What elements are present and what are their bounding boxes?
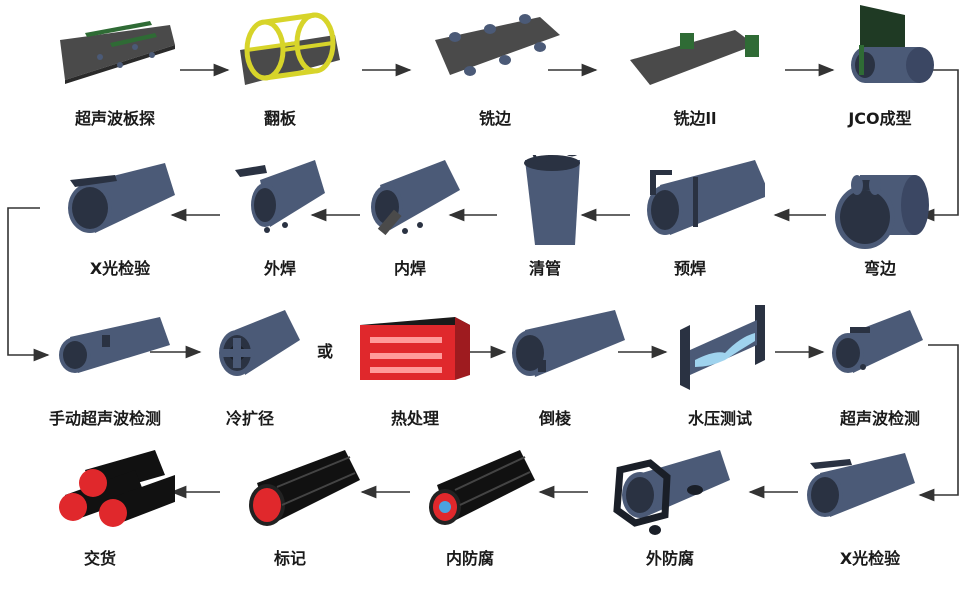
step-label: 内焊 [393, 259, 426, 278]
outer-welding-icon [235, 160, 325, 233]
pre-welding-icon [647, 160, 765, 235]
step-cold-expansion: 冷扩径 [175, 305, 325, 435]
manual-ut-icon [59, 317, 170, 373]
step-label: X光检验 [89, 259, 151, 278]
step-label: 冷扩径 [225, 409, 274, 428]
step-label: 外焊 [263, 259, 296, 278]
step-pre-welding: 预焊 [615, 155, 765, 285]
beveling-icon [512, 310, 625, 377]
step-delivery: 交货 [25, 445, 175, 575]
step-label: 标记 [273, 549, 306, 568]
step-label: 交货 [83, 549, 116, 568]
ut-inspection-icon [832, 310, 923, 373]
heat-treatment-icon [360, 317, 470, 380]
delivery-icon [59, 450, 175, 527]
step-label: 手动超声波检测 [48, 409, 161, 428]
step-label: 倒棱 [538, 409, 571, 428]
edge-bending-icon [835, 175, 929, 249]
step-edge-milling: 铣边 [420, 5, 570, 135]
step-plate-flip: 翻板 [205, 5, 355, 135]
step-label: 铣边ll [673, 109, 717, 128]
step-beveling: 倒棱 [480, 305, 630, 435]
step-inner-coating: 内防腐 [395, 445, 545, 575]
or-connector: 或 [317, 342, 334, 361]
step-label: 铣边 [478, 109, 511, 128]
marking-icon [249, 450, 360, 526]
step-manual-ut: 手动超声波检测 [30, 305, 180, 435]
hydrostatic-test-icon [680, 305, 765, 390]
step-label: 超声波板探 [74, 109, 155, 128]
step-label: 内防腐 [445, 549, 494, 568]
step-edge-bending: 弯边 [805, 155, 955, 285]
step-label: 水压测试 [687, 409, 752, 428]
step-ut-inspection: 超声波检测 [805, 305, 955, 435]
step-label: X光检验 [839, 549, 901, 568]
plate-ut-icon [60, 21, 175, 84]
step-hydrostatic-test: 水压测试 [645, 305, 795, 435]
jco-forming-icon [851, 5, 934, 83]
edge-milling-2-icon [630, 30, 759, 85]
edge-milling-icon [435, 14, 560, 76]
step-jco-forming: JCO成型 [805, 5, 955, 135]
step-label: 热处理 [390, 409, 439, 428]
step-label: 清管 [528, 259, 561, 278]
step-pipe-cleaning: 清管 [470, 155, 620, 285]
pipe-cleaning-icon [524, 155, 580, 245]
step-label: 预焊 [673, 259, 706, 278]
inner-welding-icon [371, 160, 460, 236]
outer-coating-icon [613, 450, 730, 535]
step-plate-ut: 超声波板探 [40, 5, 190, 135]
step-xray-inspection: X光检验 [45, 155, 195, 285]
xray-inspection-2-icon [807, 453, 915, 517]
step-label: JCO成型 [848, 109, 912, 128]
xray-inspection-icon [68, 163, 175, 233]
step-label: 弯边 [863, 259, 896, 278]
cold-expansion-icon [219, 310, 300, 376]
step-outer-welding: 外焊 [205, 155, 355, 285]
step-inner-welding: 内焊 [335, 155, 485, 285]
step-outer-coating: 外防腐 [595, 445, 745, 575]
step-edge-milling-2: 铣边ll [620, 5, 770, 135]
plate-flip-icon [240, 12, 340, 85]
step-marking: 标记 [215, 445, 365, 575]
inner-coating-icon [429, 450, 535, 525]
step-label: 外防腐 [645, 549, 694, 568]
step-label: 超声波检测 [839, 409, 920, 428]
step-label: 翻板 [263, 109, 296, 128]
step-xray-inspection-2: X光检验 [795, 445, 945, 575]
step-heat-treatment: 热处理 [340, 305, 490, 435]
